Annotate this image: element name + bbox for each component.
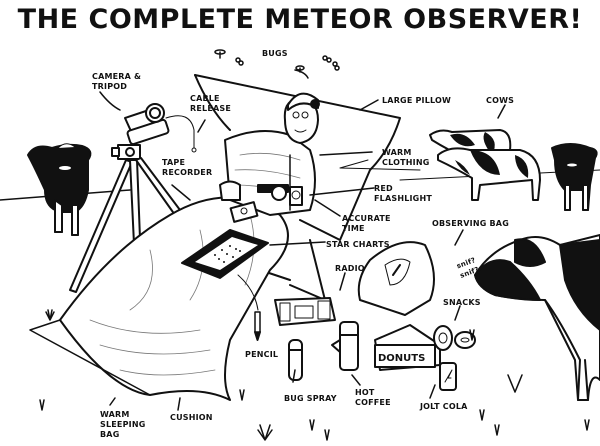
- label-radio: RADIO: [335, 264, 365, 273]
- bugs-icon: [214, 49, 340, 73]
- pencil-icon: [237, 274, 261, 341]
- observing-bag-icon: [357, 241, 435, 316]
- label-jolt-cola: JOLT COLA: [420, 402, 468, 411]
- thermos-icon: [331, 321, 359, 371]
- label-cushion: CUSHION: [170, 413, 213, 422]
- label-pointer-lines: [99, 69, 506, 411]
- star-chart-icon: [181, 229, 269, 279]
- grass-icon: [39, 309, 590, 441]
- label-red-flashlight: RED FLASHLIGHT: [374, 184, 433, 203]
- donuts-box-icon: [374, 324, 441, 371]
- label-hot-coffee: HOT COFFEE: [355, 388, 391, 407]
- bug-spray-icon: [288, 339, 303, 381]
- label-warm-clothing: WARM CLOTHING: [382, 148, 430, 167]
- label-bugs: BUGS: [262, 49, 288, 58]
- label-cable-release: CABLE RELEASE: [190, 94, 232, 113]
- sleeping-bag-icon: [29, 196, 289, 401]
- cow-sniffing-icon: [474, 234, 600, 401]
- label-camera-tripod: CAMERA & TRIPOD: [92, 72, 142, 91]
- label-star-charts: STAR CHARTS: [326, 240, 390, 249]
- cows-herd-icon: [429, 129, 541, 201]
- camera-icon: [124, 103, 197, 153]
- label-bug-spray: BUG SPRAY: [284, 394, 337, 403]
- donuts-box-label: DONUTS: [378, 353, 425, 364]
- label-tape-recorder: TAPE RECORDER: [162, 158, 213, 177]
- observer-person-icon: [219, 92, 320, 216]
- label-large-pillow: LARGE PILLOW: [382, 96, 452, 105]
- cow-right-back-icon: [551, 143, 598, 211]
- label-accurate-time: ACCURATE TIME: [342, 214, 391, 233]
- label-warm-sleeping-bag: WARM SLEEPING BAG: [100, 410, 146, 439]
- tape-recorder-icon: [229, 201, 259, 223]
- label-cows: COWS: [486, 96, 515, 105]
- label-observing-bag: OBSERVING BAG: [432, 219, 509, 228]
- label-pencil: PENCIL: [245, 350, 279, 359]
- radio-icon: [274, 297, 336, 326]
- donut-icon: [433, 325, 476, 351]
- jolt-cola-can-icon: [439, 362, 457, 391]
- page-title: THE COMPLETE METEOR OBSERVER!: [17, 4, 583, 35]
- label-snacks: SNACKS: [443, 298, 481, 307]
- cow-left-icon: [27, 143, 92, 236]
